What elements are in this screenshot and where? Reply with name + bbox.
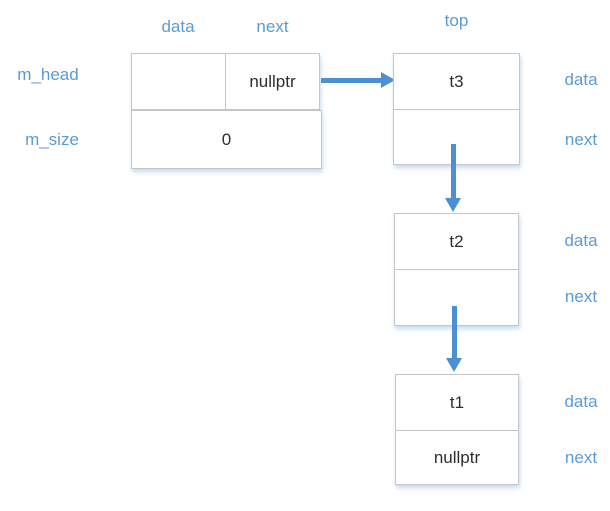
node-t3-box: t3 — [393, 53, 520, 165]
m-head-label: m_head — [17, 65, 79, 84]
m-size-value: 0 — [221, 129, 232, 149]
m-head-next-cell: nullptr — [249, 71, 296, 91]
node-t2-data-cell: t2 — [395, 214, 518, 270]
m-size-box: 0 — [131, 110, 322, 169]
node-t3-next-cell — [394, 110, 519, 164]
node-t1-data-cell: t1 — [396, 375, 518, 431]
node-t1-next-cell: nullptr — [433, 447, 481, 467]
m-head-node-box: nullptr — [131, 53, 320, 110]
m-size-label: m_size — [25, 130, 79, 149]
m-head-data-cell — [132, 54, 226, 109]
node-t1-box: t1 nullptr — [395, 374, 519, 485]
node-t1-next-label: next — [564, 448, 598, 467]
node-t2-next-label: next — [564, 287, 598, 306]
node-t2-data-label: data — [564, 231, 598, 250]
node-t3-next-label: next — [564, 130, 598, 149]
node-t1-data-label: data — [564, 392, 598, 411]
node-t3-data-cell: t3 — [394, 54, 519, 110]
node-t3-data-label: data — [564, 70, 598, 89]
column-header-data: data — [161, 17, 195, 36]
top-label: top — [444, 11, 469, 30]
column-header-next: next — [256, 17, 289, 36]
